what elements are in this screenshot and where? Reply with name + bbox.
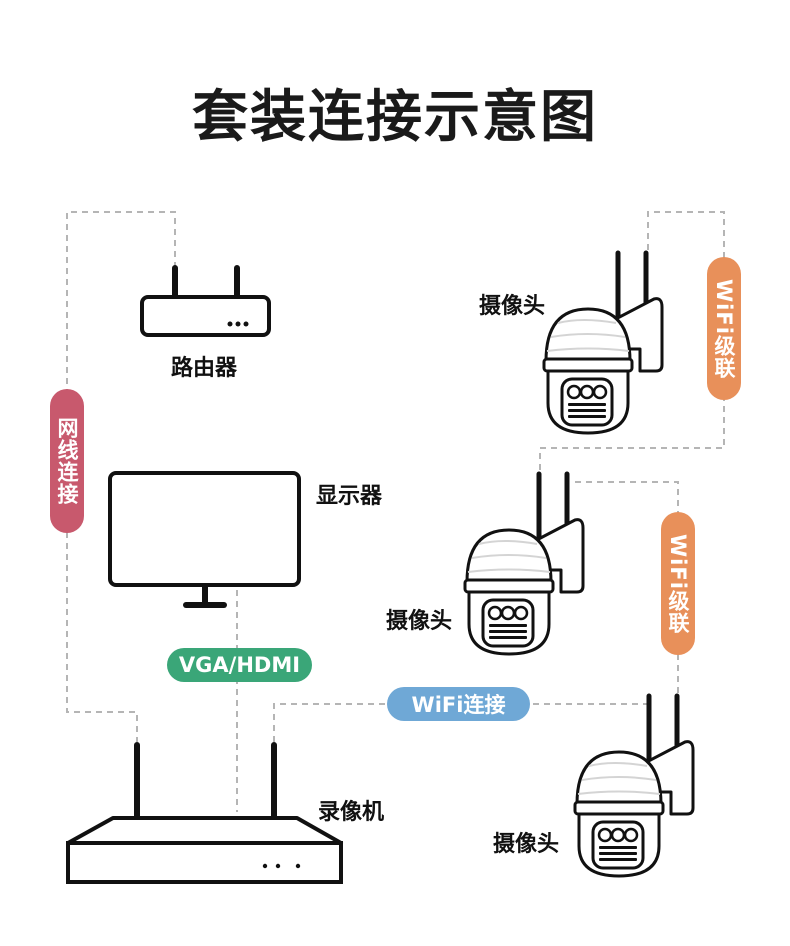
ethernet-line-router-nvr: [66, 211, 176, 742]
camera-1-label: 摄像头: [479, 294, 546, 319]
router-label: 路由器: [171, 356, 238, 381]
monitor-label: 显示器: [316, 484, 383, 509]
vga-hdmi-badge: VGA/HDMI: [167, 648, 312, 682]
wifi-cascade-badge-2: WiFi级联: [661, 512, 695, 655]
camera-icon-3: [575, 696, 693, 876]
monitor-icon: [108, 471, 301, 608]
page-title: 套装连接示意图: [192, 85, 598, 150]
camera-3-label: 摄像头: [493, 832, 560, 857]
camera-icon-2: [465, 474, 583, 654]
ethernet-badge: 网线连接: [50, 389, 84, 533]
nvr-icon: [66, 742, 343, 884]
router-icon: [140, 265, 271, 337]
nvr-label: 录像机: [318, 800, 385, 825]
camera-2-label: 摄像头: [386, 609, 453, 634]
wifi-connect-badge: WiFi连接: [387, 687, 530, 721]
wifi-cascade-badge-1: WiFi级联: [707, 257, 741, 400]
camera-icon-1: [544, 253, 662, 433]
